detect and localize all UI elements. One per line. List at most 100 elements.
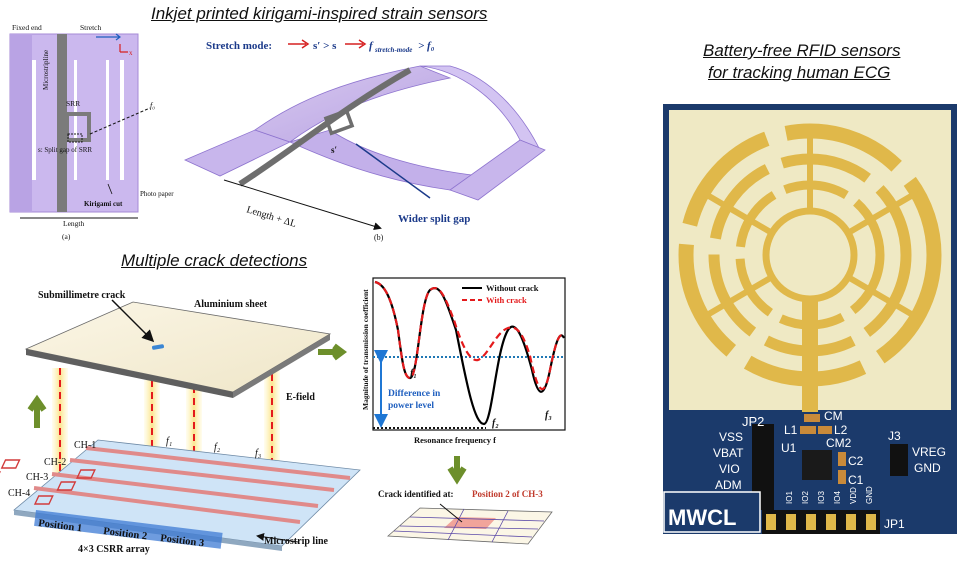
crack-pointer bbox=[111, 299, 155, 343]
u1-label: U1 bbox=[781, 441, 797, 455]
length-label: Length bbox=[63, 219, 84, 228]
kirigami-cut-1 bbox=[32, 60, 36, 180]
f0-label: f₀ bbox=[150, 101, 155, 110]
plot-ylabel: Magnitude of transmission coefficient bbox=[361, 289, 370, 410]
aluminium-label: Aluminium sheet bbox=[194, 299, 268, 310]
aluminium-sheet-edge-right bbox=[233, 334, 330, 398]
jp2-label: JP2 bbox=[742, 414, 764, 429]
fixed-end-label: Fixed end bbox=[12, 23, 42, 32]
length-arrow bbox=[223, 179, 382, 231]
crack-title: Multiple crack detections bbox=[121, 251, 308, 270]
identified-value: Position 2 of CH-3 bbox=[472, 489, 543, 499]
kirigami-cut-2 bbox=[74, 60, 77, 180]
efield-label: E-field bbox=[286, 392, 315, 403]
down-arrow-icon bbox=[447, 456, 467, 485]
kirigami-panel-b: Stretch mode: s′ > s f stretch-mode > f₀… bbox=[184, 39, 546, 242]
right-arrow-icon bbox=[318, 343, 347, 361]
microstrip-ch3 bbox=[51, 472, 319, 508]
csrr-array-label: 4×3 CSRR array bbox=[78, 544, 150, 555]
curve-f2-label: f₂ bbox=[492, 418, 499, 429]
stretch-mode-f: f bbox=[369, 40, 374, 52]
rfid-title-line1: Battery-free RFID sensors bbox=[703, 41, 901, 60]
split-gap-label: s: Split gap of SRR bbox=[38, 146, 92, 154]
adm-label: ADM bbox=[715, 478, 742, 492]
stretch-mode-sub: stretch-mode bbox=[374, 46, 412, 54]
crack-setup: Submillimetre crack Aluminium sheet E-fi… bbox=[0, 290, 361, 555]
pin-label: IO1 bbox=[785, 491, 794, 504]
gnd-label: GND bbox=[914, 461, 941, 475]
l2-component bbox=[818, 426, 832, 434]
jp1-header bbox=[762, 510, 880, 534]
stretch-label: Stretch bbox=[80, 23, 101, 32]
f1-label: f₁ bbox=[166, 436, 172, 447]
kirigami-cut-3 bbox=[106, 60, 109, 180]
srr-ring bbox=[65, 112, 91, 142]
curve-with-crack bbox=[374, 280, 565, 391]
microstrip-ch4 bbox=[33, 486, 301, 524]
jp2-header bbox=[752, 424, 774, 510]
kirigami-panel-a: Fixed end Stretch x Microstripline SRR f… bbox=[9, 23, 174, 241]
identified-cell bbox=[444, 517, 496, 529]
ch3-label: CH-3 bbox=[26, 472, 48, 483]
aluminium-sheet-top bbox=[24, 301, 332, 393]
kirigami-cut-label: Kirigami cut bbox=[84, 200, 123, 208]
lower-arch bbox=[288, 129, 482, 191]
csrr-cell bbox=[0, 459, 21, 469]
submm-crack-label: Submillimetre crack bbox=[38, 290, 126, 301]
stretch-mode-prefix: Stretch mode: bbox=[206, 40, 272, 52]
rfid-title-line2: for tracking human ECG bbox=[708, 63, 891, 82]
crack-identified: Crack identified at: Position 2 of CH-3 bbox=[378, 456, 553, 545]
rfid-board: JP2 VSS VBAT VIO ADM U1 L1 L2 CM CM2 C2 … bbox=[663, 104, 957, 534]
vio-label: VIO bbox=[719, 462, 740, 476]
x-axis-label: x bbox=[129, 49, 133, 57]
transmission-plot: Magnitude of transmission coefficient Re… bbox=[361, 277, 566, 445]
pin-label: VDD bbox=[849, 487, 858, 504]
panel-b-label: (b) bbox=[374, 233, 384, 242]
c1-label: C1 bbox=[848, 473, 864, 487]
legend-with-label: With crack bbox=[486, 295, 527, 305]
stretch-mode-tail: > f₀ bbox=[418, 40, 435, 52]
kirigami-cut-leader bbox=[107, 183, 113, 195]
c2-label: C2 bbox=[848, 454, 864, 468]
cm-component bbox=[804, 414, 820, 422]
identified-grid-lines bbox=[393, 508, 545, 543]
position-1-label: Position 1 bbox=[38, 518, 83, 534]
curve-f3-label: f₃ bbox=[545, 410, 552, 421]
upward-arrow-icon bbox=[27, 394, 47, 428]
wider-gap-label: Wider split gap bbox=[398, 213, 470, 225]
position-band bbox=[34, 509, 223, 549]
cm2-label: CM2 bbox=[826, 436, 852, 450]
diff-label-1: Difference in bbox=[388, 389, 441, 399]
diff-label-2: power level bbox=[388, 401, 434, 411]
ch1-label: CH-1 bbox=[74, 440, 96, 451]
srr-on-sheet bbox=[323, 108, 355, 136]
csrr-cell bbox=[33, 495, 54, 505]
c1-component bbox=[838, 470, 846, 484]
identified-pointer bbox=[439, 503, 463, 523]
axis-icon bbox=[119, 44, 128, 53]
j3-label: J3 bbox=[888, 429, 901, 443]
mwcl-label: MWCL bbox=[668, 505, 736, 530]
microstrip-on-sheet bbox=[238, 67, 412, 187]
plot-xlabel: Resonance frequency f bbox=[414, 435, 496, 445]
pin-label: IO2 bbox=[801, 491, 810, 504]
position-2-label: Position 2 bbox=[103, 526, 148, 542]
l1-label: L1 bbox=[784, 423, 798, 437]
aluminium-sheet-edge-front bbox=[26, 349, 233, 398]
pin-label: IO4 bbox=[833, 491, 842, 504]
right-flap bbox=[449, 139, 546, 201]
l2-label: L2 bbox=[834, 423, 848, 437]
vss-label: VSS bbox=[719, 430, 743, 444]
vreg-label: VREG bbox=[912, 445, 946, 459]
stretch-mode-arrow-2 bbox=[345, 39, 367, 49]
csrr-cell bbox=[76, 469, 96, 479]
kirigami-cut-4 bbox=[120, 60, 124, 180]
j3-header bbox=[890, 444, 908, 476]
vbat-label: VBAT bbox=[713, 446, 744, 460]
fixed-end-region bbox=[10, 34, 32, 212]
pin-label: GND bbox=[865, 486, 874, 504]
feed-line bbox=[802, 300, 818, 412]
ch4-label: CH-4 bbox=[8, 488, 30, 499]
ch2-label: CH-2 bbox=[44, 457, 66, 468]
